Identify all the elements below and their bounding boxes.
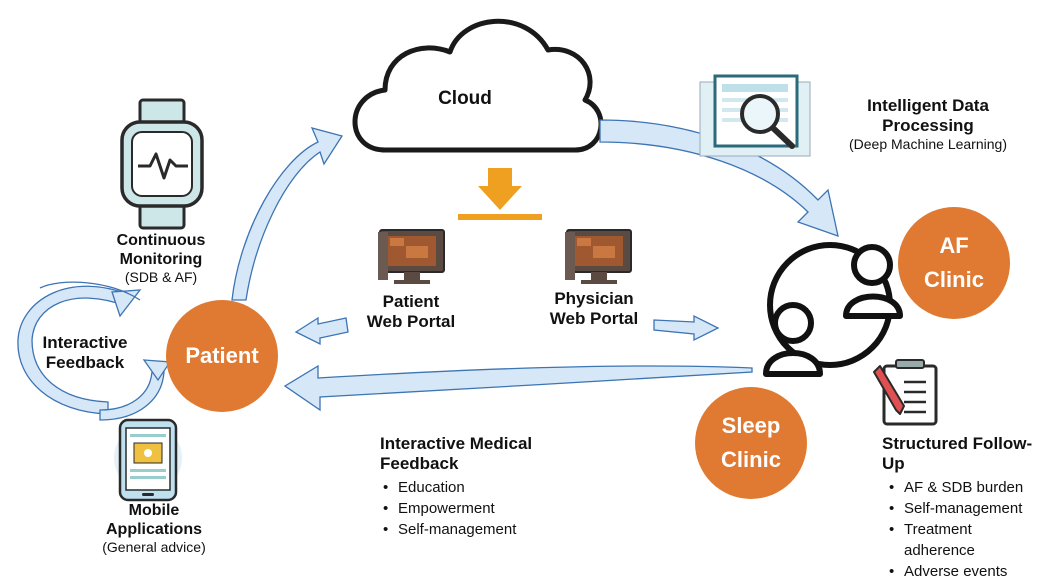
mobile-apps-label: Mobile Applications (General advice) — [84, 501, 224, 556]
sleep-clinic-line2: Clinic — [721, 447, 781, 472]
physician-portal-line2: Web Portal — [549, 309, 639, 328]
arrow-clinic-to-patient — [283, 364, 753, 412]
list-item: Self-management — [380, 519, 600, 540]
clipboard-icon — [873, 359, 938, 426]
continuous-monitoring-title1: Continuous — [116, 232, 206, 249]
list-item: Treatment — [886, 519, 1058, 540]
af-clinic-label: AF Clinic — [898, 229, 1010, 297]
arrow-portal-to-clinic — [653, 314, 720, 342]
list-item: Self-management — [886, 498, 1058, 519]
computer-icon — [565, 229, 632, 284]
interactive-feedback-line2: Feedback — [45, 353, 125, 372]
arrow-portal-to-patient — [294, 316, 349, 346]
mobile-apps-title2: Applications — [105, 521, 202, 538]
list-item: Education — [380, 477, 600, 498]
structured-followup-block: Structured Follow- Up AF & SDB burden Se… — [882, 434, 1058, 581]
patient-portal-line2: Web Portal — [366, 312, 456, 331]
medical-feedback-list: Education Empowerment Self-management — [380, 477, 600, 540]
continuous-monitoring-label: Continuous Monitoring (SDB & AF) — [96, 231, 226, 286]
af-clinic-line2: Clinic — [924, 267, 984, 292]
list-item: AF & SDB burden — [886, 477, 1058, 498]
medical-feedback-block: Interactive Medical Feedback Education E… — [380, 434, 600, 540]
smartphone-icon — [114, 418, 182, 502]
continuous-monitoring-subtitle: (SDB & AF) — [124, 269, 198, 285]
continuous-monitoring-title2: Monitoring — [119, 251, 203, 268]
physician-portal-line1: Physician — [554, 289, 634, 308]
intelligent-processing-subtitle: (Deep Machine Learning) — [849, 136, 1007, 152]
arrow-patient-to-cloud — [231, 127, 344, 301]
patient-label: Patient — [185, 343, 259, 368]
sleep-clinic-label: Sleep Clinic — [695, 409, 807, 477]
mobile-apps-title1: Mobile — [128, 502, 180, 519]
sleep-clinic-circle — [695, 387, 807, 499]
af-clinic-line1: AF — [939, 233, 969, 258]
medical-feedback-title2: Feedback — [380, 454, 459, 473]
cloud-label: Cloud — [438, 88, 492, 109]
cloud-icon — [352, 18, 604, 153]
data-search-icon — [699, 74, 811, 157]
patient-circle — [166, 300, 278, 412]
intelligent-processing-title1: Intelligent Data — [867, 96, 989, 115]
structured-followup-title2: Up — [882, 454, 905, 473]
download-arrow-icon — [458, 168, 542, 220]
interactive-feedback-label: Interactive Feedback — [28, 333, 142, 373]
intelligent-processing-title2: Processing — [882, 116, 974, 135]
list-item-continuation: adherence — [904, 542, 975, 559]
smartwatch-icon — [120, 98, 204, 230]
structured-followup-list: AF & SDB burden Self-management Treatmen… — [886, 477, 1058, 581]
sleep-clinic-line1: Sleep — [721, 413, 781, 438]
interactive-feedback-line1: Interactive — [42, 333, 128, 352]
people-icon — [763, 242, 903, 377]
medical-feedback-title1: Interactive Medical — [380, 434, 533, 453]
list-item: Empowerment — [380, 498, 600, 519]
structured-followup-title1: Structured Follow- — [882, 434, 1033, 453]
list-item: Adverse events — [886, 561, 1058, 581]
patient-portal-line1: Patient — [382, 292, 440, 311]
circular-feedback-arrow — [17, 281, 172, 421]
physician-web-portal-label: Physician Web Portal — [536, 289, 652, 329]
patient-web-portal-label: Patient Web Portal — [354, 292, 468, 332]
intelligent-processing-label: Intelligent Data Processing (Deep Machin… — [812, 96, 1044, 153]
mobile-apps-subtitle: (General advice) — [102, 539, 206, 555]
af-clinic-circle — [898, 207, 1010, 319]
computer-icon — [378, 229, 445, 284]
